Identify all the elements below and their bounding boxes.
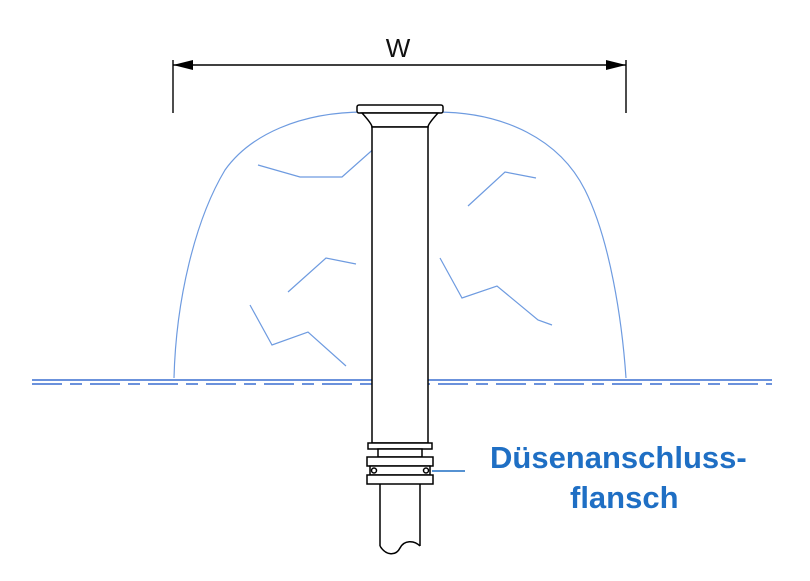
flange-plate-bottom [366,474,434,485]
nozzle-flange [366,442,434,485]
nozzle-cap-top [356,104,444,114]
flange-bolt-right [422,467,430,474]
dimension-arrow-left [173,60,193,70]
width-dimension: W [172,33,627,113]
flange-gasket [369,465,431,476]
water-dome [173,111,627,379]
splash-line [439,257,553,326]
flange-ring-upper [367,442,433,450]
flange-plate-top [366,456,434,467]
callout-label-line1: Düsenanschluss- [490,440,747,475]
nozzle-tube [371,126,429,444]
splash-line [467,171,537,207]
callout-label-line2: flansch [570,480,679,515]
splash-line [287,257,357,293]
flange-bolt-left [370,467,378,474]
nozzle-cap-cone [360,112,440,128]
nozzle-cap [356,104,444,128]
flange-neck [377,448,423,458]
supply-pipe [379,484,421,555]
dimension-label: W [386,33,411,63]
dimension-arrow-right [606,60,626,70]
supply-pipe-break [379,541,421,555]
flange-callout: Düsenanschluss- flansch [432,440,747,515]
water-dome-outline [173,111,627,379]
splash-line [249,304,347,367]
